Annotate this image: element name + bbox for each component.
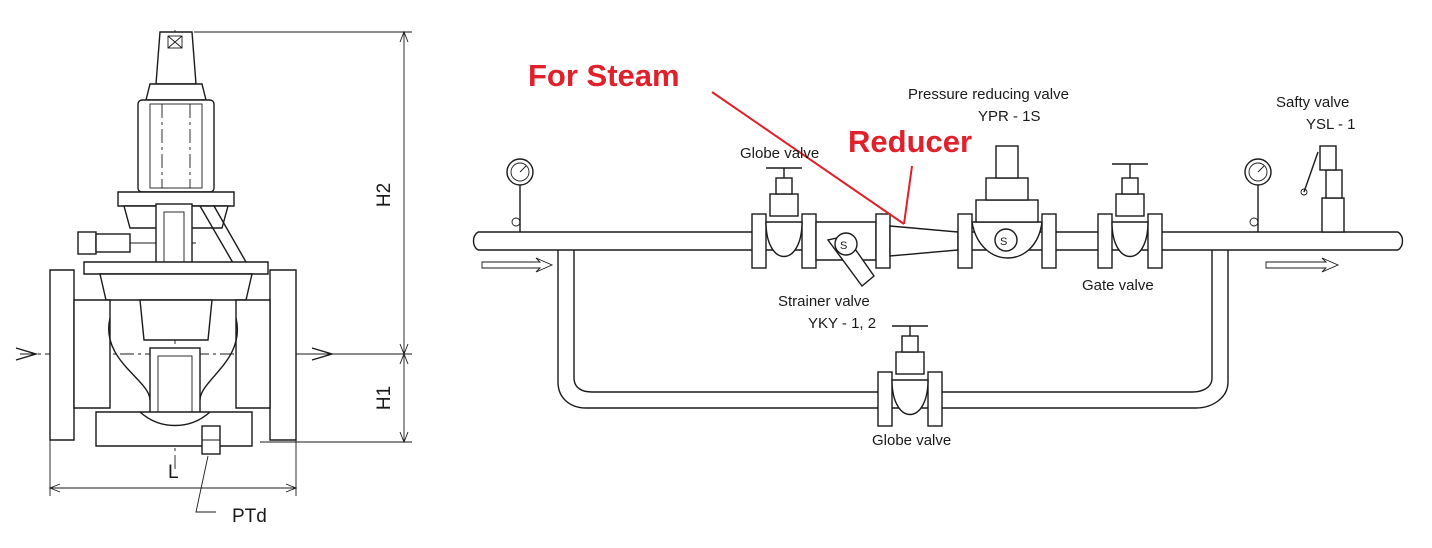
globe-valve-bottom-icon	[877, 325, 943, 427]
reducer-leader	[903, 165, 913, 225]
flow-mark-left	[15, 347, 39, 361]
piston	[139, 299, 213, 341]
pilot-body	[155, 203, 193, 271]
bonnet-flange	[117, 191, 235, 207]
pressure-gauge-inlet-icon	[506, 158, 534, 232]
diaphragm-housing	[83, 261, 269, 275]
annotation-for-steam: For Steam	[528, 58, 680, 93]
strainer-valve-icon: S	[815, 221, 877, 288]
label-gate-valve: Gate valve	[1082, 277, 1154, 294]
spring-bonnet	[137, 99, 215, 193]
piping-arrangement: S S	[472, 58, 1404, 449]
pressure-reducing-valve-icon: S	[971, 145, 1057, 269]
pressure-gauge-outlet-icon	[1244, 158, 1272, 232]
for-steam-leader	[711, 91, 905, 225]
dim-ptd: PTd	[232, 506, 267, 527]
inlet-flange	[49, 269, 75, 441]
dim-h1: H1	[374, 386, 395, 410]
cap-nut	[167, 35, 183, 49]
valve-cross-section: H2 H1 L PTd	[15, 30, 412, 527]
svg-text:S: S	[1000, 236, 1007, 248]
annotation-reducer: Reducer	[848, 124, 972, 159]
dim-h2: H2	[374, 183, 395, 207]
label-globe-valve-bottom: Globe valve	[872, 432, 951, 449]
adjusting-cap	[155, 31, 197, 85]
outlet-flange	[269, 269, 297, 441]
label-pressure-reducing-valve: Pressure reducing valve	[908, 86, 1069, 103]
label-pressure-reducing-model: YPR - 1S	[978, 108, 1041, 125]
dimension-lines	[48, 30, 412, 496]
bottom-cover	[95, 411, 253, 447]
label-strainer-model: YKY - 1, 2	[808, 315, 876, 332]
label-safety-valve: Safty valve	[1276, 94, 1349, 111]
safety-valve-icon	[1300, 145, 1345, 233]
main-valve-seat	[149, 347, 201, 421]
reducer-icon	[875, 213, 973, 269]
ptd-leader	[195, 455, 216, 513]
label-strainer-valve: Strainer valve	[778, 293, 870, 310]
label-globe-valve-top: Globe valve	[740, 145, 819, 162]
side-plug	[77, 231, 97, 255]
dim-l: L	[168, 462, 179, 483]
label-safety-valve-model: YSL - 1	[1306, 116, 1355, 133]
globe-valve-top-icon	[751, 167, 817, 269]
flow-arrow-out	[1265, 257, 1340, 273]
svg-text:S: S	[840, 240, 847, 252]
cap-base	[145, 83, 207, 101]
gate-valve-icon	[1097, 163, 1163, 269]
flow-arrow-in	[481, 257, 554, 273]
